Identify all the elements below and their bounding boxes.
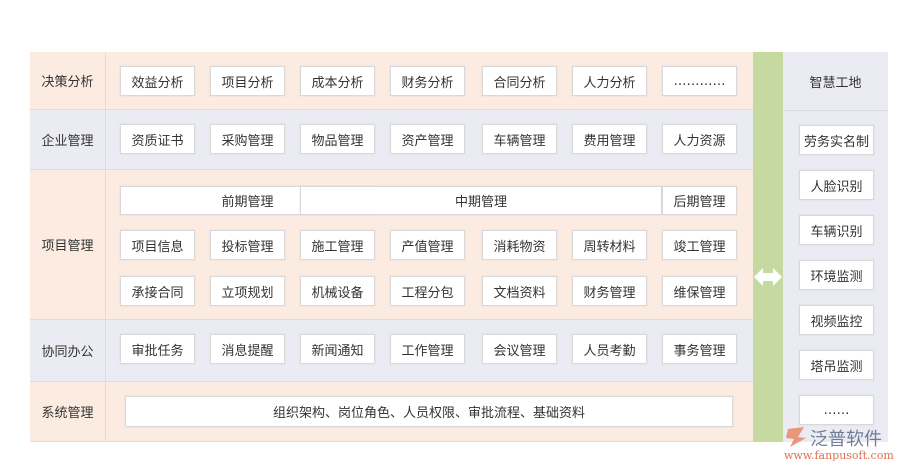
module-box[interactable]: 新闻通知 — [300, 334, 375, 364]
module-box[interactable]: 项目信息 — [120, 230, 195, 260]
phase-box[interactable]: 后期管理 — [662, 186, 737, 215]
module-box[interactable]: 工作管理 — [390, 334, 465, 364]
row-band: 协同办公审批任务消息提醒新闻通知工作管理会议管理人员考勤事务管理 — [30, 320, 753, 382]
row-band: 企业管理资质证书采购管理物品管理资产管理车辆管理费用管理人力资源 — [30, 110, 753, 170]
smart-site-title: 智慧工地 — [783, 52, 888, 111]
module-box[interactable]: 审批任务 — [120, 334, 195, 364]
module-box[interactable]: 采购管理 — [210, 124, 285, 154]
module-box[interactable]: 承接合同 — [120, 276, 195, 306]
module-box[interactable]: 周转材料 — [572, 230, 647, 260]
module-box[interactable]: 维保管理 — [662, 276, 737, 306]
module-box[interactable]: 组织架构、岗位角色、人员权限、审批流程、基础资料 — [125, 396, 733, 427]
smart-site-item[interactable]: 车辆识别 — [799, 215, 874, 245]
smart-site-item[interactable]: 塔吊监测 — [799, 350, 874, 380]
smart-site-item[interactable]: …… — [799, 395, 874, 425]
module-box[interactable]: 竣工管理 — [662, 230, 737, 260]
row-band: 决策分析效益分析项目分析成本分析财务分析合同分析人力分析 ………… — [30, 52, 753, 110]
row-label: 系统管理 — [30, 382, 106, 441]
module-box[interactable]: 车辆管理 — [482, 124, 557, 154]
module-box[interactable]: 会议管理 — [482, 334, 557, 364]
module-box[interactable]: 人力分析 — [572, 66, 647, 96]
smart-site-item[interactable]: 视频监控 — [799, 305, 874, 335]
module-box[interactable]: 施工管理 — [300, 230, 375, 260]
module-box[interactable]: 费用管理 — [572, 124, 647, 154]
connector-bar — [753, 52, 783, 442]
watermark-url: www.fanpusoft.com — [784, 449, 894, 461]
module-box[interactable]: 文档资料 — [482, 276, 557, 306]
row-label: 协同办公 — [30, 320, 106, 381]
module-box[interactable]: 事务管理 — [662, 334, 737, 364]
smart-site-panel: 智慧工地 劳务实名制人脸识别车辆识别环境监测视频监控塔吊监测 …… — [783, 52, 888, 442]
module-box[interactable]: 投标管理 — [210, 230, 285, 260]
module-box[interactable]: 物品管理 — [300, 124, 375, 154]
module-box[interactable]: 成本分析 — [300, 66, 375, 96]
module-box[interactable]: 财务管理 — [572, 276, 647, 306]
module-box[interactable]: 合同分析 — [482, 66, 557, 96]
row-label: 决策分析 — [30, 52, 106, 109]
module-box[interactable]: 立项规划 — [210, 276, 285, 306]
watermark-logo: 泛普软件 www.fanpusoft.com — [780, 427, 906, 462]
row-band: 项目管理前期管理中期管理后期管理项目信息投标管理施工管理产值管理消耗物资周转材料… — [30, 170, 753, 320]
module-box[interactable]: 效益分析 — [120, 66, 195, 96]
smart-site-item[interactable]: 环境监测 — [799, 260, 874, 290]
watermark-brand: 泛普软件 — [810, 429, 882, 450]
module-box[interactable]: 资产管理 — [390, 124, 465, 154]
module-box[interactable]: 消息提醒 — [210, 334, 285, 364]
module-box[interactable]: 资质证书 — [120, 124, 195, 154]
smart-site-item[interactable]: 劳务实名制 — [799, 125, 874, 155]
module-box[interactable]: 机械设备 — [300, 276, 375, 306]
module-box[interactable]: 工程分包 — [390, 276, 465, 306]
module-box[interactable]: 项目分析 — [210, 66, 285, 96]
module-box[interactable]: 人员考勤 — [572, 334, 647, 364]
smart-site-item[interactable]: 人脸识别 — [799, 170, 874, 200]
module-box[interactable]: ………… — [662, 66, 737, 96]
row-label: 项目管理 — [30, 170, 106, 319]
row-label: 企业管理 — [30, 110, 106, 169]
module-box[interactable]: 人力资源 — [662, 124, 737, 154]
module-box[interactable]: 消耗物资 — [482, 230, 557, 260]
row-band: 系统管理组织架构、岗位角色、人员权限、审批流程、基础资料 — [30, 382, 753, 442]
module-box[interactable]: 财务分析 — [390, 66, 465, 96]
module-box[interactable]: 产值管理 — [390, 230, 465, 260]
double-arrow-icon — [754, 268, 782, 286]
phase-box[interactable]: 中期管理 — [300, 186, 662, 215]
